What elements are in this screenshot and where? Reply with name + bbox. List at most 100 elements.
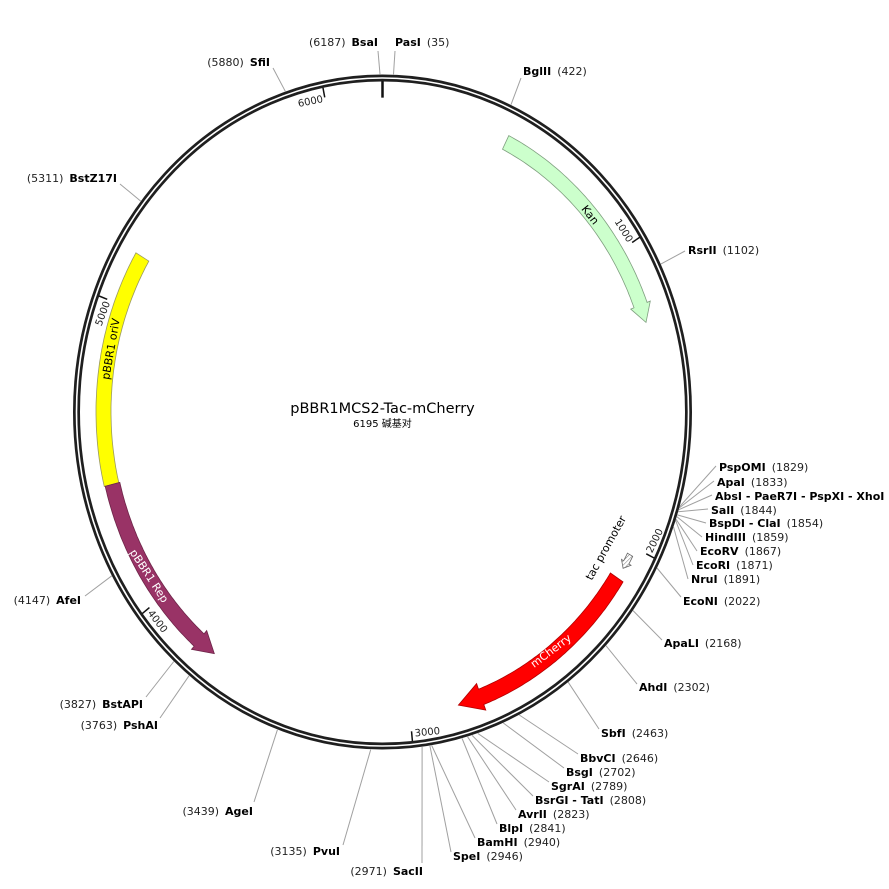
tick-label: 3000 [414,726,440,739]
leader-line-econi [656,567,682,598]
feature-label-tac-promoter[interactable]: tac promoter [583,513,629,582]
site-label-apai[interactable]: ApaI (1833) [717,476,787,489]
site-label-ecorv[interactable]: EcoRV (1867) [700,545,781,558]
site-position: (5880) [207,56,244,69]
site-position: (35) [427,36,450,49]
leader-line-absi-paer7i-pspxi-xhoi [678,494,713,511]
leader-line-hindiii [676,516,703,538]
site-label-nrui[interactable]: NruI(1891) [691,573,760,586]
leader-line-avrii [467,736,517,811]
site-label-sbfi[interactable]: SbfI(2463) [601,727,668,740]
site-name: EcoRV [700,545,739,558]
site-label-avrii[interactable]: AvrII(2823) [518,808,589,821]
leader-line-bsai [377,50,381,75]
site-label-blpi[interactable]: BlpI(2841) [499,822,566,835]
leader-line-blpi [461,738,498,825]
site-label-econi[interactable]: EcoNI (2022) [683,595,760,608]
site-label-absi-paer7i-pspxi-xhoi[interactable]: AbsI - PaeR7I - PspXI - XhoI [715,490,884,503]
site-name: SgrAI [551,780,585,793]
site-position: (2646) [622,752,659,765]
site-label-bsrgi-tati[interactable]: BsrGI - TatI(2808) [535,794,646,807]
site-position: (1102) [723,244,760,257]
site-label-hindiii[interactable]: HindIII(1859) [705,531,789,544]
site-label-pasi[interactable]: PasI(35) [395,36,449,49]
leader-line-sfii [272,67,286,92]
feature-arrow-pbbr1-rep[interactable] [104,481,215,655]
site-label-bglii[interactable]: BglII(422) [523,65,587,78]
plasmid-length: 6195 碱基对 [353,417,412,430]
map-center-info: pBBR1MCS2-Tac-mCherry 6195 碱基对 [290,401,475,430]
leader-line-sbfi [567,681,600,730]
site-label-ahdi[interactable]: AhdI(2302) [639,681,710,694]
leader-line-bbvci [519,714,579,755]
site-label-bamhi[interactable]: BamHI(2940) [477,836,560,849]
site-position: (2946) [486,850,523,863]
site-name: ApaLI [664,637,699,650]
site-name: AhdI [639,681,667,694]
site-label-bbvci[interactable]: BbvCI (2646) [580,752,658,765]
feature-tac-promoter[interactable]: tac promoter [583,513,634,582]
backbone-ring-gap [75,77,690,747]
leader-line-sgrai [477,732,550,783]
site-label-sacii[interactable]: (2971) SacII [350,865,423,878]
site-label-pvui[interactable]: (3135)PvuI [270,845,340,858]
site-name: BlpI [499,822,523,835]
feature-arrow-mcherry[interactable] [457,572,624,711]
feature-pbbr1-oriv[interactable]: pBBR1 oriV [95,252,150,487]
site-name: BstAPI [102,698,143,711]
site-label-bsgi[interactable]: BsgI (2702) [566,766,635,779]
site-label-sfii[interactable]: (5880) SfiI [207,56,270,69]
feature-band-pbbr1-oriv[interactable] [95,252,150,487]
site-name: BglII [523,65,551,78]
site-position: (2808) [610,794,647,807]
leader-line-pvui [342,749,372,846]
leader-line-bglii [510,77,522,105]
leader-line-agei [253,729,278,803]
site-name: AfeI [56,594,81,607]
site-name: SacII [393,865,423,878]
site-label-afei[interactable]: (4147)AfeI [14,594,81,607]
site-label-bstz17i[interactable]: (5311)BstZ17I [27,172,117,185]
site-name: BbvCI [580,752,616,765]
tick-mark [410,731,414,742]
site-position: (1833) [751,476,788,489]
site-label-apali[interactable]: ApaLI(2168) [664,637,742,650]
site-name: EcoRI [696,559,730,572]
site-name: SfiI [250,56,270,69]
site-label-bstapi[interactable]: (3827) BstAPI [60,698,143,711]
site-name: BsaI [352,36,378,49]
site-name: HindIII [705,531,746,544]
site-position: (3827) [60,698,97,711]
site-label-spei[interactable]: SpeI(2946) [453,850,523,863]
site-position: (3763) [81,719,118,732]
site-position: (2789) [591,780,628,793]
leader-line-bsgi [503,722,565,769]
site-label-bspdi-clai[interactable]: BspDI - ClaI(1854) [709,517,823,530]
feature-mcherry[interactable]: mCherry [457,572,624,711]
site-position: (2971) [350,865,387,878]
site-name: BsgI [566,766,593,779]
site-label-pspomi[interactable]: PspOMI(1829) [719,461,808,474]
site-label-rsrii[interactable]: RsrII(1102) [688,244,759,257]
site-position: (2022) [724,595,761,608]
site-label-sali[interactable]: SalI(1844) [711,504,777,517]
site-label-bsai[interactable]: (6187)BsaI [309,36,378,49]
site-label-ecori[interactable]: EcoRI(1871) [696,559,773,572]
leader-line-bstapi [145,661,175,698]
feature-arrow-kan[interactable] [501,135,651,324]
leader-line-nrui [673,526,689,580]
site-position: (3135) [270,845,307,858]
feature-label-pbbr1-rep[interactable]: pBBR1 Rep [127,547,171,605]
tick-label: 6000 [297,94,324,110]
site-label-agei[interactable]: (3439)AgeI [182,805,253,818]
site-name: BstZ17I [69,172,117,185]
site-label-sgrai[interactable]: SgrAI (2789) [551,780,627,793]
leader-line-apali [632,610,663,641]
site-position: (2702) [599,766,636,779]
site-label-pshai[interactable]: (3763)PshAI [81,719,158,732]
site-name: EcoNI [683,595,718,608]
site-position: (1867) [745,545,782,558]
site-name: SbfI [601,727,626,740]
site-name: ApaI [717,476,745,489]
